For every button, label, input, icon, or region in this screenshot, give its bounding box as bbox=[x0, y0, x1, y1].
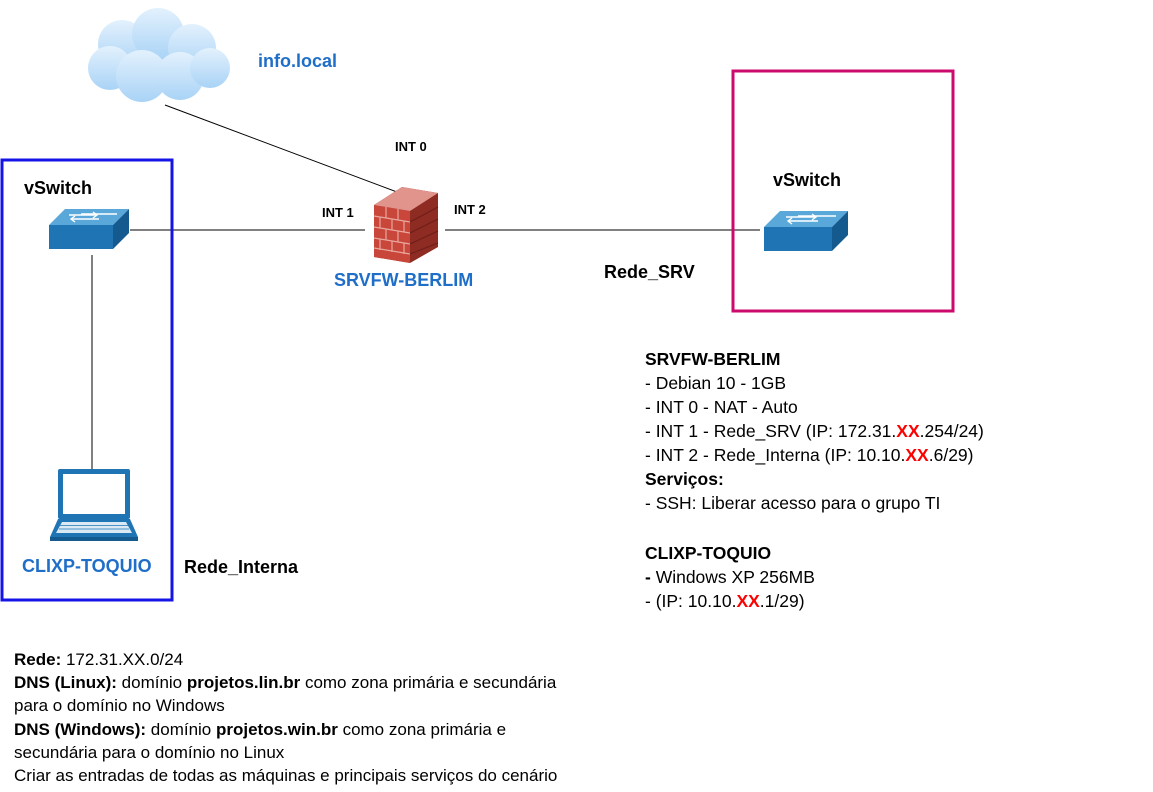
link-cloud-firewall bbox=[164, 104, 406, 196]
highlight: XX bbox=[736, 591, 760, 611]
text: domínio bbox=[146, 719, 216, 739]
text: domínio bbox=[116, 673, 187, 693]
laptop-icon bbox=[50, 469, 138, 541]
text: - (IP: 10.10. bbox=[645, 591, 737, 611]
int0-label: INT 0 bbox=[395, 139, 427, 154]
services-title: Serviços: bbox=[645, 469, 724, 489]
srvfw-info-line3: - INT 1 - Rede_SRV (IP: 172.31.XX.254/24… bbox=[645, 419, 984, 443]
text: 172.31.XX.0/24 bbox=[61, 650, 184, 669]
rede-srv-label: Rede_SRV bbox=[604, 262, 695, 282]
highlight: XX bbox=[896, 421, 920, 441]
firewall-node bbox=[368, 185, 444, 265]
network-switch-icon bbox=[49, 209, 129, 249]
text: DNS (Linux): bbox=[14, 673, 117, 693]
notes-final: Criar as entradas de todas as máquinas e… bbox=[14, 766, 558, 786]
clixp-info-line1: - Windows XP 256MB bbox=[645, 565, 815, 589]
text: .1/29) bbox=[759, 591, 805, 611]
notes-block: Rede: 172.31.XX.0/24 DNS (Linux): domíni… bbox=[14, 648, 557, 787]
laptop-label: CLIXP-TOQUIO bbox=[22, 556, 152, 576]
notes-dns-linux: DNS (Linux): domínio projetos.lin.br com… bbox=[14, 671, 557, 694]
network-switch-icon bbox=[764, 211, 848, 251]
firewall-label: SRVFW-BERLIM bbox=[334, 270, 474, 290]
notes-dns-windows: DNS (Windows): domínio projetos.win.br c… bbox=[14, 718, 557, 741]
text: .254/24) bbox=[919, 421, 984, 441]
srvfw-info: SRVFW-BERLIM - Debian 10 - 1GB - INT 0 -… bbox=[645, 347, 984, 515]
rede-interna-box bbox=[0, 158, 174, 602]
srvfw-info-line4: - INT 2 - Rede_Interna (IP: 10.10.XX.6/2… bbox=[645, 443, 984, 467]
left-switch-label: vSwitch bbox=[24, 178, 93, 198]
srvfw-info-title: SRVFW-BERLIM bbox=[645, 349, 781, 369]
text: DNS (Windows): bbox=[14, 719, 147, 739]
laptop-node bbox=[48, 467, 140, 543]
right-switch-node bbox=[762, 207, 850, 253]
services-line: - SSH: Liberar acesso para o grupo TI bbox=[645, 493, 941, 513]
text: como zona primária e secundária bbox=[300, 673, 557, 693]
text: - INT 1 - Rede_SRV (IP: 172.31. bbox=[645, 421, 897, 441]
clixp-info: CLIXP-TOQUIO - Windows XP 256MB - (IP: 1… bbox=[645, 541, 815, 613]
rede-srv-box bbox=[731, 69, 955, 313]
text: projetos.lin.br bbox=[186, 673, 301, 693]
notes-dns-linux-cont: para o domínio no Windows bbox=[14, 696, 225, 716]
cloud-icon bbox=[88, 8, 230, 102]
text: - bbox=[645, 567, 651, 587]
highlight: XX bbox=[905, 445, 929, 465]
notes-dns-windows-cont: secundária para o domínio no Linux bbox=[14, 742, 285, 762]
int1-label: INT 1 bbox=[322, 205, 354, 220]
clixp-info-line2: - (IP: 10.10.XX.1/29) bbox=[645, 589, 815, 613]
text: como zona primária e bbox=[337, 719, 507, 739]
cloud-node bbox=[80, 6, 240, 106]
text: .6/29) bbox=[928, 445, 974, 465]
int2-label: INT 2 bbox=[454, 202, 486, 217]
rede-interna-label: Rede_Interna bbox=[184, 557, 299, 577]
text: Rede: bbox=[14, 650, 62, 669]
text: projetos.win.br bbox=[216, 719, 338, 739]
firewall-icon bbox=[373, 187, 439, 263]
left-switch-node bbox=[47, 205, 131, 253]
notes-rede: Rede: 172.31.XX.0/24 bbox=[14, 648, 557, 671]
cloud-label: info.local bbox=[258, 51, 338, 71]
srvfw-info-line1: - Debian 10 - 1GB bbox=[645, 373, 787, 393]
text: Windows XP 256MB bbox=[650, 567, 815, 587]
clixp-info-title: CLIXP-TOQUIO bbox=[645, 543, 772, 563]
srvfw-info-line2: - INT 0 - NAT - Auto bbox=[645, 397, 798, 417]
text: - INT 2 - Rede_Interna (IP: 10.10. bbox=[645, 445, 906, 465]
right-switch-label: vSwitch bbox=[773, 170, 842, 190]
